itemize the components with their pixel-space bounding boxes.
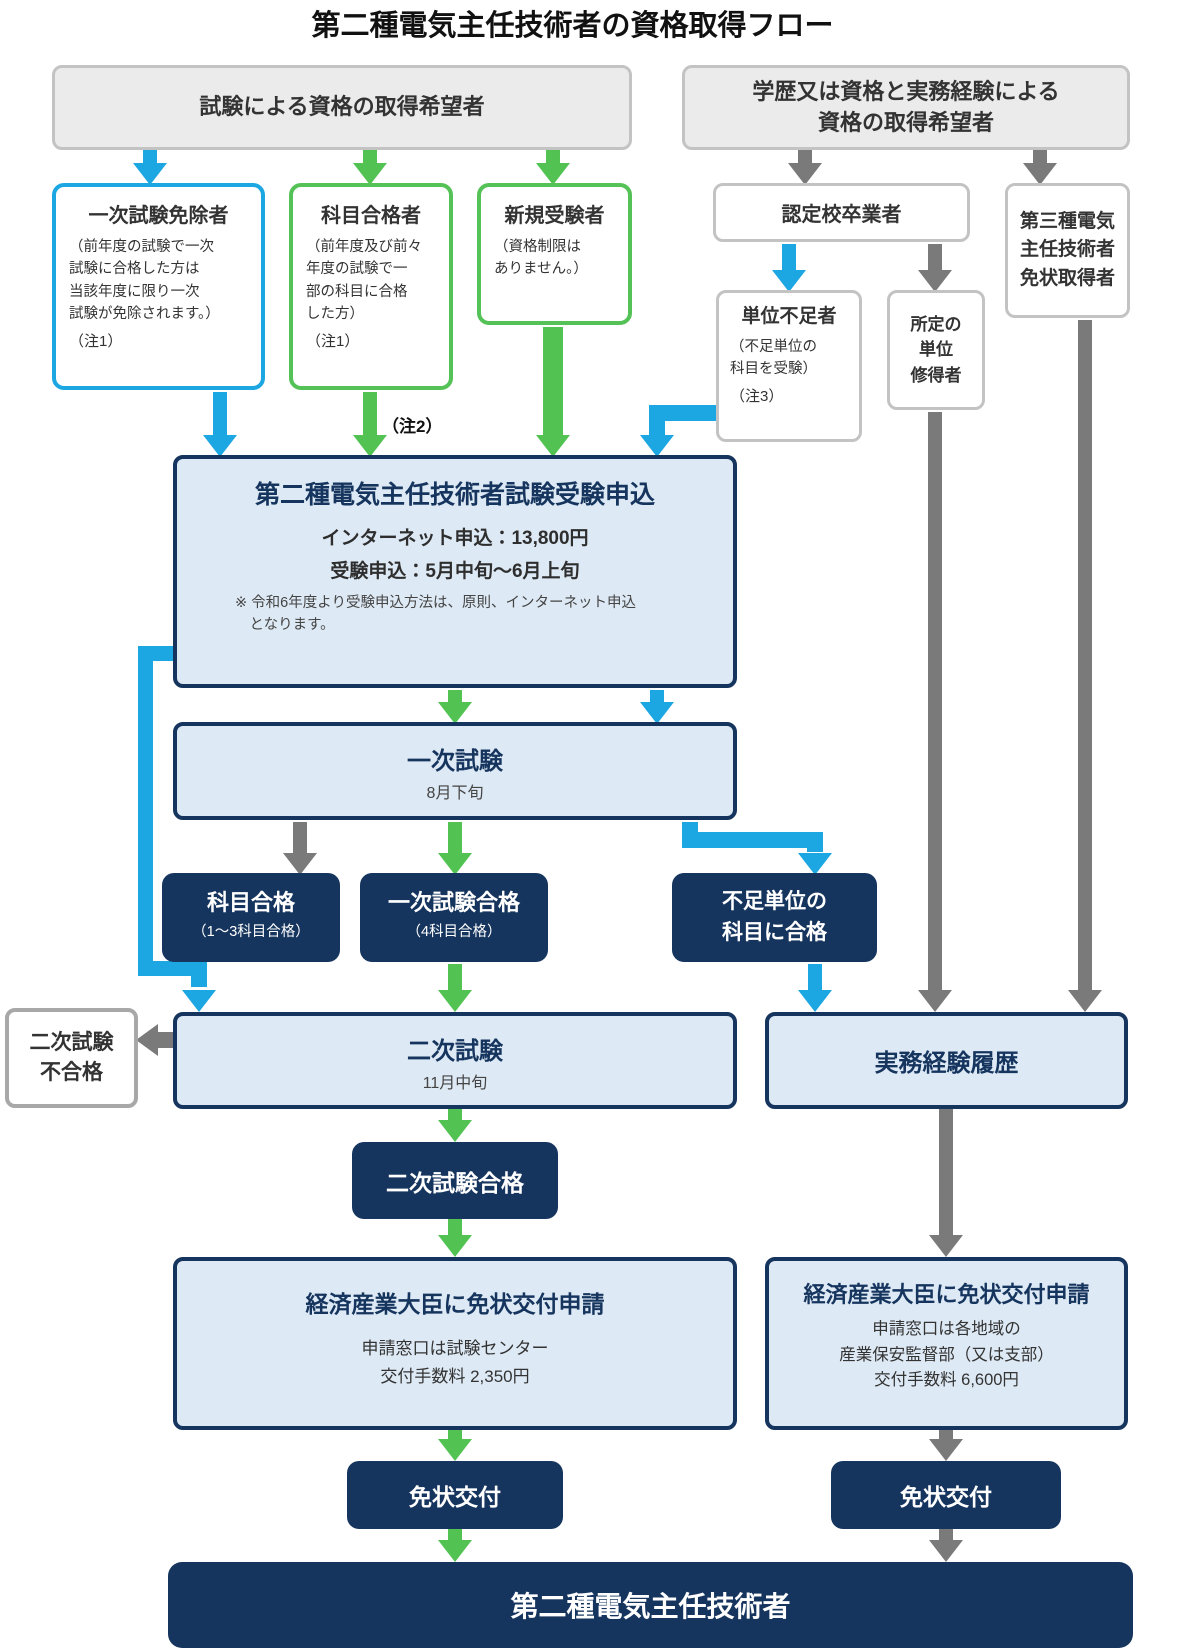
primary-exam-title: 一次試験 [407, 748, 503, 775]
node-subject-passer: 科目合格者 （前年度及び前々 年度の試験で一 部の科目に合格 した方） （注1） [289, 183, 453, 390]
arrow-primary-to-primarypass-head [438, 853, 472, 875]
primary-pass-sub: （4科目合格） [406, 924, 502, 940]
arrow-secondarypass-to-apply-license-head [438, 1235, 472, 1257]
license-apply-exam-body: 申請窓口は試験センター 交付手数料 2,350円 [361, 1339, 549, 1387]
apply-title: 第二種電気主任技術者試験受験申込 [254, 481, 655, 509]
node-work-experience: 実務経験履歴 [765, 1012, 1128, 1109]
license-issue-exam-label: 免状交付 [409, 1484, 501, 1510]
exam-route-label: 試験による資格の取得希望者 [199, 94, 485, 120]
arrow-exempt-to-apply-head [203, 435, 237, 457]
arrow-creditshort-to-apply-head [640, 435, 674, 457]
third-class-holder-label: 第三種電気 主任技術者 免状取得者 [1019, 210, 1115, 289]
node-credit-pass: 不足単位の 科目に合格 [672, 873, 877, 962]
node-secondary-pass: 二次試験合格 [352, 1142, 558, 1219]
first-exam-exempt-note: （注1） [69, 332, 123, 350]
first-exam-exempt-body: （前年度の試験で一次 試験に合格した方は 当該年度に限り一次 試験が免除されます… [69, 239, 220, 323]
primary-pass-title: 一次試験合格 [387, 890, 520, 915]
credit-short-title: 単位不足者 [741, 306, 837, 327]
arrow-examroute-to-subject-head [353, 163, 387, 185]
subject-pass-title: 科目合格 [206, 890, 295, 915]
arrow-applylicense-to-issue-edu-head [929, 1439, 963, 1461]
first-exam-exempt-title: 一次試験免除者 [88, 205, 229, 227]
arrow-accredited-to-required-head [918, 270, 952, 292]
node-exam-route: 試験による資格の取得希望者 [52, 65, 632, 150]
arrow-new-to-apply-head [536, 435, 570, 457]
arrow-eduroute-to-accredited-head [788, 163, 822, 185]
license-apply-exam-title: 経済産業大臣に免状交付申請 [305, 1291, 605, 1317]
arrow-secondary-to-fail-head [136, 1024, 158, 1056]
subject-passer-title: 科目合格者 [321, 205, 421, 227]
node-new-examinee: 新規受験者 （資格制限は ありません。） [477, 183, 632, 325]
node-license-apply-edu: 経済産業大臣に免状交付申請 申請窓口は各地域の 産業保安監督部（又は支部） 交付… [765, 1257, 1128, 1430]
credit-pass-label: 不足単位の 科目に合格 [722, 890, 827, 944]
secondary-exam-schedule: 11月中旬 [422, 1075, 488, 1092]
arrow-apply-to-primary-green-head [438, 702, 472, 724]
arrow-secondary-to-secondarypass-head [438, 1120, 472, 1142]
arrow-examroute-to-new-head [536, 163, 570, 185]
primary-exam-schedule: 8月下旬 [426, 785, 484, 802]
arrow-applylicense-to-issue-exam-head [438, 1439, 472, 1461]
arrow-issue-exam-to-final-head [438, 1540, 472, 1562]
node-apply: 第二種電気主任技術者試験受験申込 インターネット申込：13,800円 受験申込：… [173, 455, 737, 688]
credit-short-note: （注3） [730, 387, 784, 405]
arrow-issue-edu-to-final-head [929, 1540, 963, 1562]
apply-line1: インターネット申込：13,800円 [321, 528, 589, 549]
secondary-exam-title: 二次試験 [407, 1038, 503, 1065]
node-required-credit: 所定の 単位 修得者 [887, 290, 985, 410]
arrow-creditpass-to-workexp-head [798, 990, 832, 1012]
arrow-examroute-to-exempt-head [133, 163, 167, 185]
license-apply-edu-title: 経済産業大臣に免状交付申請 [803, 1282, 1090, 1307]
apply-line2: 受験申込：5月中旬～6月上旬 [330, 561, 580, 582]
arrow-accredited-to-creditshort-head [772, 270, 806, 292]
arrow-bypass-to-secondary-head [182, 990, 216, 1012]
node-edu-route: 学歴又は資格と実務経験による 資格の取得希望者 [682, 65, 1130, 150]
node-third-class-holder: 第三種電気 主任技術者 免状取得者 [1005, 183, 1130, 318]
arrow-workexp-to-apply-license-head [929, 1235, 963, 1257]
node-final-qualification: 第二種電気主任技術者 [168, 1562, 1133, 1648]
arrow-thirdclass-to-workexp-head [1068, 990, 1102, 1012]
license-issue-edu-label: 免状交付 [900, 1484, 992, 1510]
arrow-eduroute-to-thirdclass-head [1023, 163, 1057, 185]
accredited-grad-label: 認定校卒業者 [781, 204, 902, 226]
node-primary-pass: 一次試験合格 （4科目合格） [360, 873, 548, 962]
node-credit-short: 単位不足者 （不足単位の 科目を受験） （注3） [716, 290, 862, 442]
node-secondary-exam: 二次試験 11月中旬 [173, 1012, 737, 1109]
node-secondary-fail: 二次試験 不合格 [5, 1008, 138, 1108]
arrow-primarypass-to-secondary-head [438, 990, 472, 1012]
node-primary-exam: 一次試験 8月下旬 [173, 722, 737, 820]
license-apply-edu-body: 申請窓口は各地域の 産業保安監督部（又は支部） 交付手数料 6,600円 [839, 1320, 1054, 1390]
work-experience-label: 実務経験履歴 [874, 1050, 1019, 1077]
secondary-fail-label: 二次試験 不合格 [29, 1030, 114, 1084]
node-license-issue-exam: 免状交付 [347, 1461, 563, 1529]
secondary-pass-label: 二次試験合格 [386, 1169, 524, 1196]
node-first-exam-exempt: 一次試験免除者 （前年度の試験で一次 試験に合格した方は 当該年度に限り一次 試… [52, 183, 265, 390]
final-qualification-label: 第二種電気主任技術者 [510, 1591, 791, 1622]
note2-annotation: （注2） [382, 417, 443, 436]
diagram-title: 第二種電気主任技術者の資格取得フロー [311, 10, 834, 42]
arrow-required-to-workexp-head [918, 990, 952, 1012]
new-examinee-title: 新規受験者 [504, 205, 605, 227]
arrow-subject-to-apply-head [353, 435, 387, 457]
subject-pass-sub: （1～3科目合格） [192, 924, 310, 940]
new-examinee-body: （資格制限は ありません。） [494, 239, 588, 278]
arrow-apply-to-primary-blue-head [640, 702, 674, 724]
apply-note: ※ 令和6年度より受験申込方法は、原則、インターネット申込 となります。 [235, 595, 636, 633]
arrow-primary-to-creditpass-head [798, 853, 832, 875]
node-subject-pass: 科目合格 （1～3科目合格） [162, 873, 340, 962]
subject-passer-body: （前年度及び前々 年度の試験で一 部の科目に合格 した方） [306, 239, 422, 323]
node-license-issue-edu: 免状交付 [831, 1461, 1061, 1529]
node-accredited-grad: 認定校卒業者 [713, 183, 970, 242]
node-license-apply-exam: 経済産業大臣に免状交付申請 申請窓口は試験センター 交付手数料 2,350円 [173, 1257, 737, 1430]
subject-passer-note: （注1） [306, 332, 360, 350]
credit-short-body: （不足単位の 科目を受験） [730, 339, 817, 378]
edu-route-label: 学歴又は資格と実務経験による 資格の取得希望者 [752, 78, 1060, 135]
required-credit-label: 所定の 単位 修得者 [910, 314, 962, 385]
arrow-primary-to-subjectpass-head [283, 853, 317, 875]
